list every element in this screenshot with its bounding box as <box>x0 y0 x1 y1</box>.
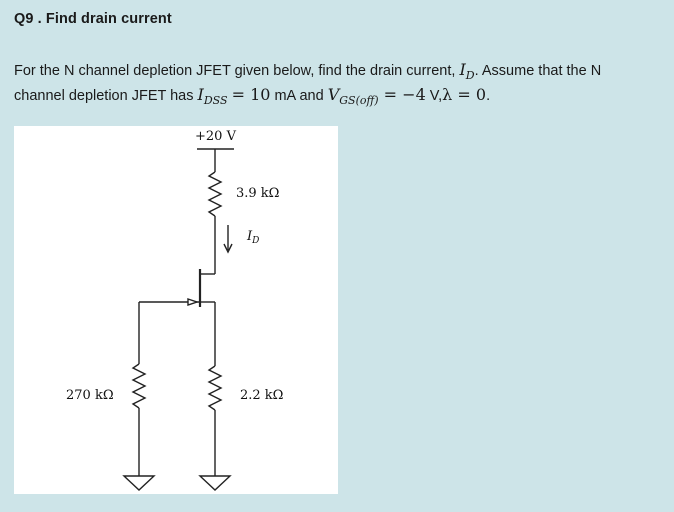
question-body: For the N channel depletion JFET given b… <box>14 58 664 108</box>
supply-label: +20 V <box>195 129 236 144</box>
gate-arrow <box>187 298 200 306</box>
question-line1-text: For the N channel depletion JFET given b… <box>14 63 456 79</box>
current-label: ID <box>247 229 260 246</box>
question-line1-tail: . Assume that the N <box>474 63 602 79</box>
rs-resistor <box>207 365 223 411</box>
question-line2-text: channel depletion JFET has <box>14 88 194 104</box>
rg-label: 270 kΩ <box>66 388 114 403</box>
question-title: Q9 . Find drain current <box>14 11 172 27</box>
question-line2-tail: . <box>486 88 491 104</box>
rd-label: 3.9 kΩ <box>236 186 280 201</box>
vgs-off-symbol: VGS(off) <box>327 85 379 107</box>
ground-symbol-source <box>198 475 232 491</box>
rd-resistor <box>207 171 223 217</box>
rg-resistor <box>131 363 147 409</box>
idss-unit: mA and <box>270 88 328 104</box>
drain-current-symbol: ID <box>459 60 475 82</box>
lambda-value: λ = 0 <box>442 85 487 104</box>
circuit-diagram <box>122 148 234 491</box>
vgs-off-unit: V, <box>425 88 443 104</box>
ground-symbol-gate <box>122 475 156 491</box>
rs-label: 2.2 kΩ <box>240 388 284 403</box>
current-arrow-head <box>223 243 233 254</box>
idss-value: = 10 <box>231 85 271 104</box>
vgs-off-value: = −4 <box>378 85 426 104</box>
circuit-figure: +20 V 3.9 kΩ ID 270 kΩ 2.2 kΩ <box>14 126 338 494</box>
idss-symbol: IDSS <box>197 85 228 107</box>
